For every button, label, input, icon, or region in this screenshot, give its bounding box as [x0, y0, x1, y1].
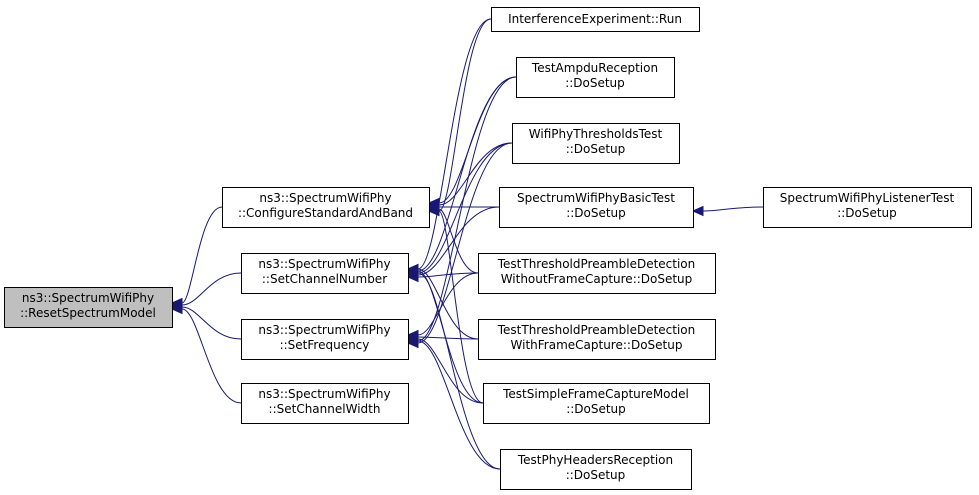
- node-setfrequency[interactable]: ns3::SpectrumWifiPhy::SetFrequency: [241, 319, 409, 360]
- node-label-line: ::DoSetup: [565, 76, 625, 90]
- edge-line: [417, 338, 484, 404]
- edge-listenertest-to-basictest: [691, 205, 764, 217]
- node-preamblewithout[interactable]: TestThresholdPreambleDetectionWithoutFra…: [478, 253, 716, 294]
- edge-line: [181, 306, 242, 340]
- node-box: [491, 7, 700, 32]
- edge-framecapture-to-setfrequency: [406, 333, 484, 404]
- node-label-line: WithFrameCapture::DoSetup: [511, 338, 683, 352]
- node-label-line: WithoutFrameCapture::DoSetup: [501, 272, 693, 286]
- edge-setchannelwidth-to-reset: [170, 303, 242, 404]
- edge-line: [417, 142, 513, 344]
- node-label-line: ns3::SpectrumWifiPhy: [259, 191, 391, 205]
- edge-configure-to-reset: [170, 206, 223, 309]
- node-label-line: ::ResetSpectrumModel: [20, 306, 156, 320]
- edge-line: [417, 336, 479, 340]
- node-box: [478, 319, 716, 360]
- node-interference[interactable]: InterferenceExperiment::Run: [491, 7, 700, 32]
- node-label-line: WifiPhyThresholdsTest: [529, 127, 663, 141]
- node-box: [499, 187, 694, 228]
- node-label-line: SpectrumWifiPhyListenerTest: [780, 191, 955, 205]
- node-reset[interactable]: ns3::SpectrumWifiPhy::ResetSpectrumModel: [4, 287, 173, 328]
- node-box: [241, 383, 409, 424]
- edge-line: [417, 18, 492, 270]
- node-label-line: TestThresholdPreambleDetection: [497, 257, 696, 271]
- arrowhead-icon: [170, 303, 183, 315]
- edge-line: [438, 18, 492, 212]
- node-box: [512, 123, 680, 164]
- edge-framecapture-to-configure: [427, 205, 484, 404]
- edge-line: [417, 142, 513, 274]
- edge-line: [417, 76, 517, 342]
- node-box: [500, 449, 692, 490]
- node-label-line: TestSimpleFrameCaptureModel: [502, 387, 689, 401]
- edge-line: [702, 206, 764, 212]
- edge-line: [417, 340, 501, 470]
- node-box: [241, 253, 409, 294]
- node-box: [516, 57, 675, 98]
- edge-phyheaders-to-setchannelnumber: [406, 267, 501, 470]
- node-box: [222, 187, 430, 228]
- node-configure[interactable]: ns3::SpectrumWifiPhy::ConfigureStandardA…: [222, 187, 430, 228]
- node-label-line: ::DoSetup: [566, 402, 626, 416]
- arrowhead-icon: [691, 205, 704, 217]
- node-box: [483, 383, 710, 424]
- node-box: [478, 253, 716, 294]
- node-phyheaders[interactable]: TestPhyHeadersReception::DoSetup: [500, 449, 692, 490]
- arrowhead-icon: [427, 205, 440, 217]
- arrowhead-icon: [406, 335, 419, 347]
- edge-line: [417, 272, 501, 470]
- node-basictest[interactable]: SpectrumWifiPhyBasicTest::DoSetup: [499, 187, 694, 228]
- node-setchannelwidth[interactable]: ns3::SpectrumWifiPhy::SetChannelWidth: [241, 383, 409, 424]
- node-label-line: ::DoSetup: [566, 468, 626, 482]
- edge-line: [417, 272, 479, 278]
- edge-line: [181, 206, 223, 304]
- node-listenertest[interactable]: SpectrumWifiPhyListenerTest::DoSetup: [763, 187, 972, 228]
- node-label-line: ::DoSetup: [566, 206, 626, 220]
- edge-interference-to-setchannelnumber: [406, 18, 492, 275]
- edge-phyheaders-to-setfrequency: [406, 335, 501, 470]
- arrowhead-icon: [406, 267, 419, 279]
- node-label-line: ::ConfigureStandardAndBand: [238, 206, 413, 220]
- edge-line: [181, 272, 242, 306]
- edge-line: [181, 308, 242, 404]
- node-label-line: TestPhyHeadersReception: [517, 453, 673, 467]
- edge-line: [417, 206, 500, 276]
- node-label-line: ns3::SpectrumWifiPhy: [258, 387, 390, 401]
- node-label-line: ns3::SpectrumWifiPhy: [258, 257, 390, 271]
- node-box: [763, 187, 972, 228]
- edge-interference-to-configure: [427, 18, 492, 217]
- edge-line: [417, 272, 479, 336]
- node-label-line: SpectrumWifiPhyBasicTest: [517, 191, 675, 205]
- node-label-line: ::SetChannelWidth: [269, 402, 381, 416]
- node-setchannelnumber[interactable]: ns3::SpectrumWifiPhy::SetChannelNumber: [241, 253, 409, 294]
- edges-layer: [170, 18, 764, 470]
- node-label-line: ::SetFrequency: [280, 338, 370, 352]
- node-framecapture[interactable]: TestSimpleFrameCaptureModel::DoSetup: [483, 383, 710, 424]
- node-label-line: ::DoSetup: [566, 142, 626, 156]
- edge-line: [438, 210, 484, 404]
- node-label-line: TestAmpduReception: [531, 61, 658, 75]
- node-box: [241, 319, 409, 360]
- node-preamblewith[interactable]: TestThresholdPreambleDetectionWithFrameC…: [478, 319, 716, 360]
- node-ampdu[interactable]: TestAmpduReception::DoSetup: [516, 57, 675, 98]
- node-label-line: ::SetChannelNumber: [262, 272, 387, 286]
- node-label-line: ::DoSetup: [837, 206, 897, 220]
- nodes-layer: ns3::SpectrumWifiPhy::ResetSpectrumModel…: [4, 7, 972, 490]
- edge-line: [417, 76, 517, 272]
- node-box: [4, 287, 173, 328]
- node-label-line: TestThresholdPreambleDetection: [497, 323, 696, 337]
- node-thresholds[interactable]: WifiPhyThresholdsTest::DoSetup: [512, 123, 680, 164]
- node-label-line: ns3::SpectrumWifiPhy: [22, 291, 154, 305]
- node-label-line: InterferenceExperiment::Run: [508, 12, 682, 26]
- node-label-line: ns3::SpectrumWifiPhy: [258, 323, 390, 337]
